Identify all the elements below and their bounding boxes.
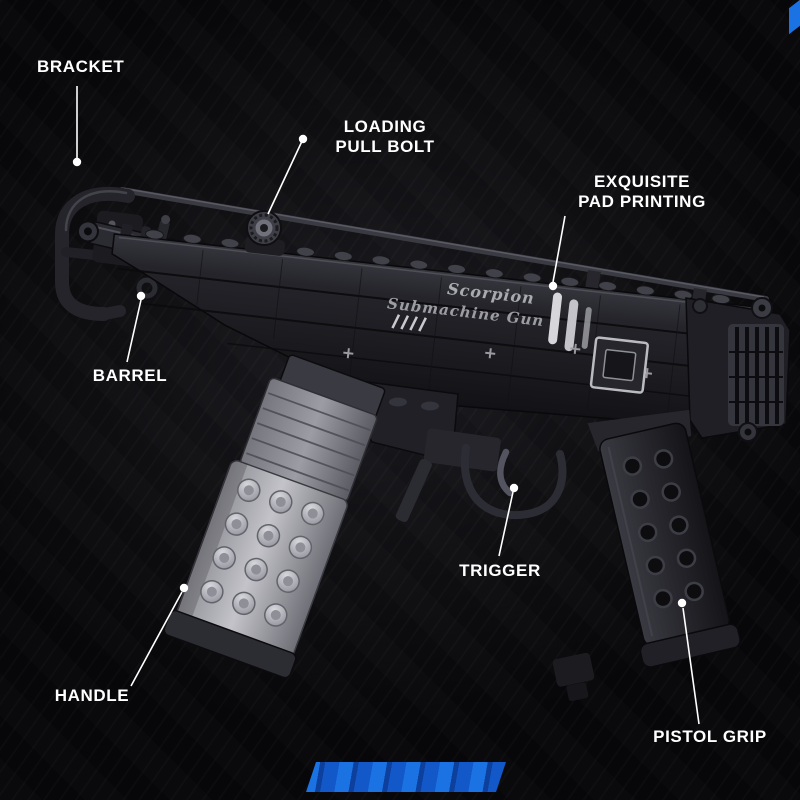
- pistol-grip-part: [587, 409, 741, 668]
- grip-holes: [622, 449, 704, 609]
- callout-line-trigger: [498, 483, 519, 557]
- callout-line-handle: [130, 583, 189, 687]
- magazine-studs: [200, 478, 325, 627]
- callout-text: EXQUISITE: [593, 172, 691, 191]
- grip-lower-block: [552, 652, 595, 687]
- framed-panel: [589, 336, 649, 394]
- callout-text: HANDLE: [54, 686, 130, 705]
- callout-line-barrel: [126, 291, 146, 363]
- callout-text: LOADING: [343, 117, 427, 136]
- trigger-guard: [460, 444, 567, 520]
- pad-printing-strips: [548, 292, 592, 352]
- callout-line-loading-pull-bolt: [267, 134, 308, 215]
- callout-text: PISTOL GRIP: [653, 727, 767, 746]
- callout-text: BRACKET: [37, 57, 125, 76]
- callout-text: TRIGGER: [459, 561, 541, 580]
- rear-stock-block: [685, 297, 791, 442]
- magazine-part: [163, 354, 386, 679]
- callout-label-pistol-grip: PISTOL GRIP: [642, 727, 778, 747]
- screw-marks: [343, 343, 653, 379]
- callout-line-exquisite-pad-printing: [548, 215, 566, 291]
- callout-line-pistol-grip: [677, 598, 700, 725]
- callout-label-handle: HANDLE: [48, 686, 136, 706]
- sling-loop: [136, 277, 158, 299]
- callout-text: PULL BOLT: [335, 137, 435, 156]
- top-studs: [145, 229, 731, 305]
- loading-pull-bolt-part: [244, 210, 286, 256]
- accent-stripes-bar: [306, 762, 506, 792]
- callout-line-bracket: [72, 86, 82, 167]
- callout-label-loading-pull-bolt: LOADING PULL BOLT: [325, 117, 445, 157]
- callout-label-trigger: TRIGGER: [450, 561, 550, 581]
- callout-text: PAD PRINTING: [578, 192, 706, 211]
- callout-label-exquisite-pad-printing: EXQUISITE PAD PRINTING: [560, 172, 724, 212]
- callout-label-barrel: BARREL: [88, 366, 172, 386]
- callout-label-bracket: BRACKET: [37, 57, 124, 77]
- tick-marks: [391, 314, 427, 332]
- trigger-blade: [497, 448, 514, 497]
- callout-text: BARREL: [92, 366, 168, 385]
- grip-lower-block-2: [566, 682, 589, 702]
